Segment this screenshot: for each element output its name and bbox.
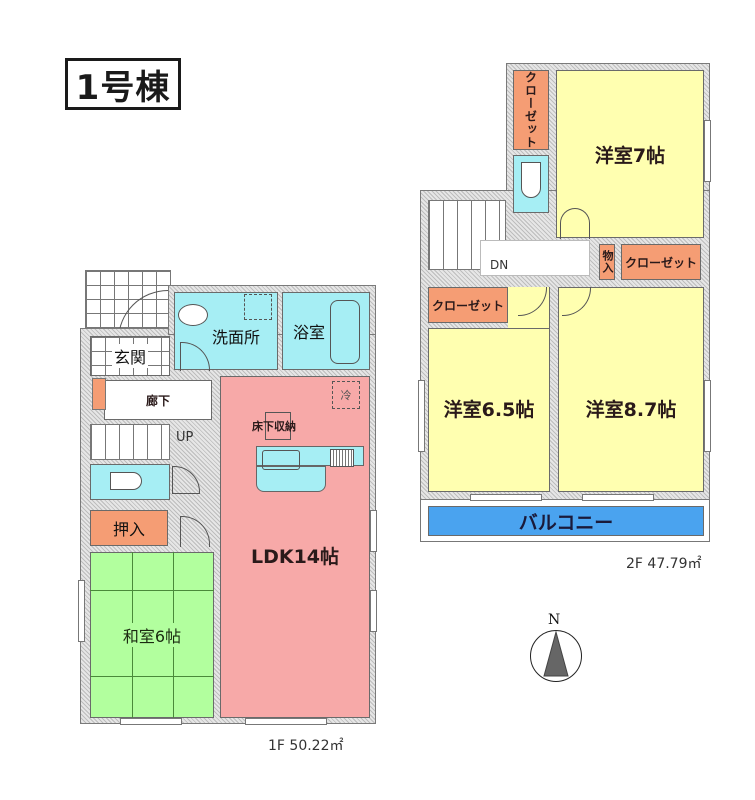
window [370,510,377,552]
north-arrow-icon [543,630,569,677]
room-closet-left: クローゼット [428,287,508,323]
room-closet-vertical: クローゼット [513,70,549,150]
room-western-6-5jo: 洋室6.5帖 [428,328,550,492]
room-closet-right: クローゼット [621,244,701,280]
staircase-up [90,424,170,460]
window [78,580,85,642]
window [370,590,377,632]
window [418,380,425,452]
tatami-line [90,676,214,677]
room-ldk-14jo: LDK14帖 [220,376,370,718]
stairs-up-label: UP [176,430,194,445]
floor-1-area-label: 1F 50.22㎡ [268,738,344,754]
shoe-cabinet [92,378,106,410]
room-japanese-6jo: 和室6帖 [90,552,214,718]
kitchen-counter-peninsula [256,466,326,492]
window [245,718,327,725]
room-balcony: バルコニー [428,506,704,536]
room-storage: 物入 [599,244,615,280]
bedroom-door-icon [560,208,590,239]
window [470,494,542,501]
window [704,380,711,452]
toilet-icon [110,472,142,490]
building-title: 1号棟 [65,58,181,110]
room-toilet-1f [90,464,170,500]
underfloor-storage-icon [265,412,291,440]
fridge-icon: 冷 [332,381,360,409]
bathtub-icon [330,300,360,364]
kitchen-sink-icon [262,450,300,470]
sink-icon [178,304,208,326]
room-western-8-7jo: 洋室8.7帖 [558,287,704,492]
underfloor-storage-label: 床下収納 [252,420,296,433]
window [582,494,654,501]
tatami-line [90,590,214,591]
room-closet-oshiire: 押入 [90,510,168,546]
hallway-2f [480,240,590,276]
stairs-down-label: DN [490,258,509,272]
window [704,120,711,182]
stove-icon [330,449,354,467]
north-label: N [548,612,561,628]
toilet-icon [521,162,541,198]
window [120,718,182,725]
room-entrance: 玄関 [90,336,170,376]
washing-machine-icon [244,294,272,320]
floor-2-area-label: 2F 47.79㎡ [626,556,702,572]
room-hallway: 廊下 [104,380,212,420]
